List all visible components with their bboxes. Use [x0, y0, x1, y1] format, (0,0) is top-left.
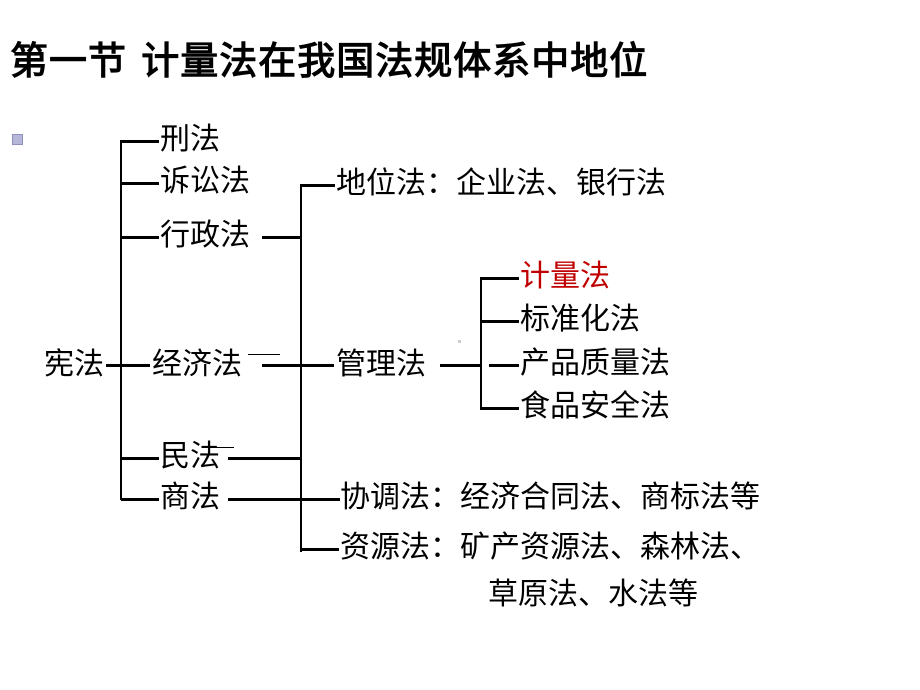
root-connector [106, 364, 150, 367]
standardization-law: 标准化法 [520, 302, 640, 337]
tail-admin [262, 236, 300, 239]
decor-dot [458, 340, 461, 343]
tick-admin [121, 236, 159, 239]
tail-economic-mark [248, 354, 280, 355]
food-safety-law: 食品安全法 [520, 389, 670, 424]
sub-status-law: 地位法：企业法、银行法 [336, 166, 666, 201]
tail-civil-mark [214, 447, 234, 448]
tick-resource [301, 548, 339, 551]
bullet-icon [12, 134, 23, 145]
sub-resource-law-line1: 资源法：矿产资源法、森林法、 [340, 530, 760, 565]
tick-food-safety [481, 407, 519, 410]
sub-resource-law-line2: 草原法、水法等 [488, 577, 698, 612]
product-quality-law: 产品质量法 [520, 346, 670, 381]
branch-criminal-law: 刑法 [160, 122, 220, 157]
tail-civil [228, 457, 300, 460]
tail-commercial [228, 498, 340, 501]
main-bracket-line [120, 140, 122, 500]
page-title: 第一节 计量法在我国法规体系中地位 [10, 39, 649, 83]
branch-commercial-law: 商法 [160, 480, 220, 515]
sub-management-law: 管理法 [336, 347, 426, 382]
tick-quality [489, 364, 519, 367]
sub-coordination-law: 协调法：经济合同法、商标法等 [340, 480, 760, 515]
tick-procedure [121, 182, 159, 185]
management-bracket-line [480, 277, 482, 410]
tick-criminal [121, 140, 159, 143]
root-constitution: 宪法 [44, 347, 104, 382]
tick-commercial [121, 498, 159, 501]
tick-metrology [481, 277, 519, 280]
economic-bracket-line [300, 184, 302, 552]
tail-economic [262, 364, 334, 367]
tick-civil [121, 457, 159, 460]
tick-status [301, 184, 335, 187]
branch-civil-law: 民法 [160, 439, 220, 474]
branch-procedure-law: 诉讼法 [160, 164, 250, 199]
tail-management [440, 364, 480, 367]
tick-standardization [481, 320, 519, 323]
metrology-law: 计量法 [520, 259, 610, 294]
branch-economic-law: 经济法 [152, 347, 242, 382]
branch-admin-law: 行政法 [160, 218, 250, 253]
